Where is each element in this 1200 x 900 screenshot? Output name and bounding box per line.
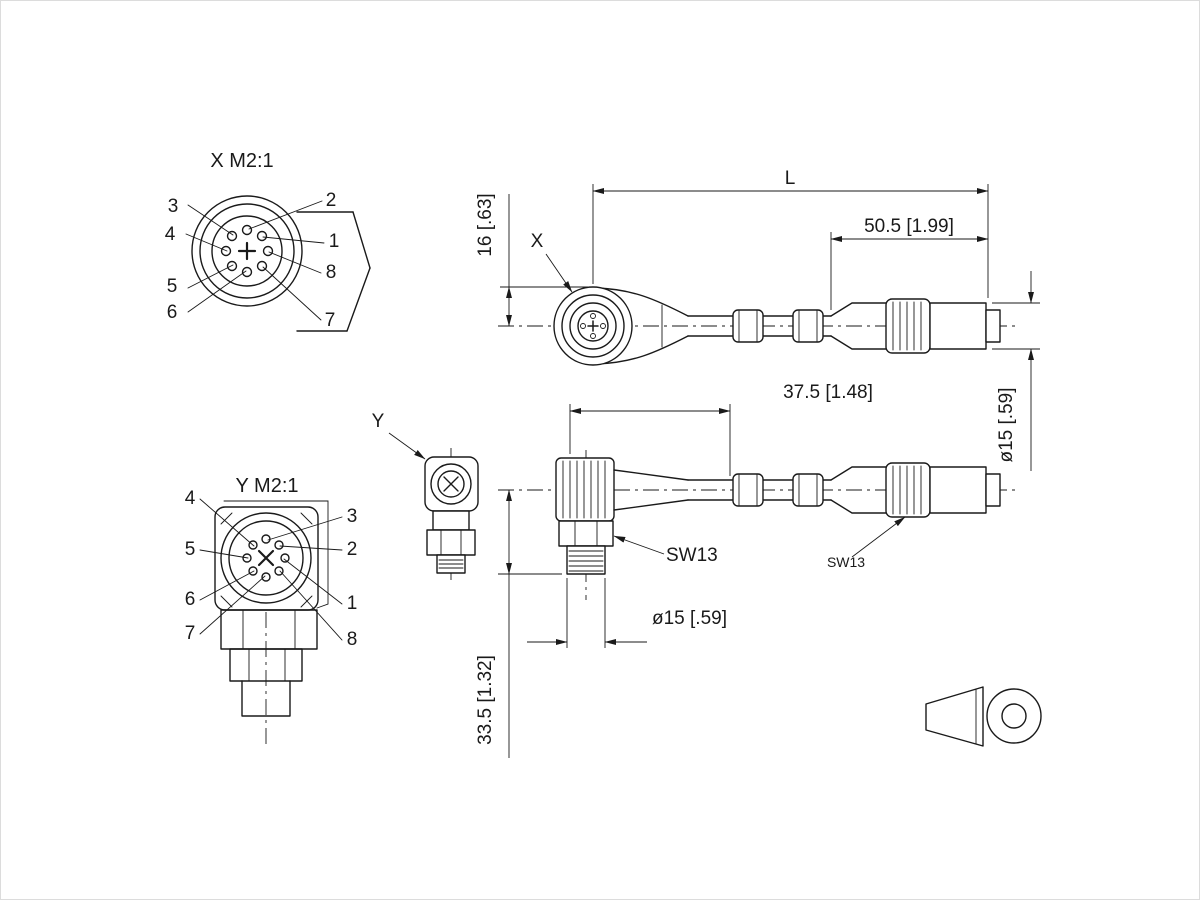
- sw13-left-text: SW13: [666, 545, 718, 566]
- pin-number: 2: [347, 539, 358, 560]
- x-face-pins: [220, 224, 274, 278]
- cap-front-view: [986, 688, 1042, 744]
- x-face-keyway-cross: [237, 241, 257, 261]
- y-face-insert: [228, 520, 304, 596]
- pin-number: 4: [165, 224, 176, 245]
- dim-diameter-bottom-text: ø15 [.59]: [652, 608, 727, 629]
- pin-number: 5: [167, 276, 178, 297]
- pin-number: 8: [326, 262, 337, 283]
- pin-number: 1: [329, 231, 340, 252]
- connector-y-face-view: Y M2:1: [185, 475, 358, 748]
- pin-number: 7: [185, 623, 196, 644]
- y-face-back-edge: [223, 500, 329, 609]
- panel-break-lines: [296, 211, 371, 332]
- pin-number: 8: [347, 629, 358, 650]
- connector-x-face-view: X M2:1: [165, 150, 371, 332]
- dimension-33-5: 33.5 [1.32]: [475, 489, 562, 758]
- y-face-outer-ring: [220, 512, 312, 604]
- side-cable-splices: [732, 473, 824, 507]
- cap-front-hole: [1001, 703, 1027, 729]
- pin-number: 4: [185, 488, 196, 509]
- dimension-dia15-bottom: ø15 [.59]: [527, 578, 727, 648]
- x-face-leader-lines: [185, 200, 325, 321]
- pin-number: 6: [185, 589, 196, 610]
- label-y: Y: [372, 411, 426, 460]
- pin-number: 1: [347, 593, 358, 614]
- connector-x-label: X: [531, 231, 544, 252]
- dim-vertical-text: 16 [.63]: [475, 193, 496, 256]
- pin-number: 7: [325, 310, 336, 331]
- connector-y-label: Y: [372, 411, 385, 432]
- protection-cap-views: [925, 686, 1042, 747]
- assembly-side-view: Y: [372, 382, 1016, 758]
- pin-number: 6: [167, 302, 178, 323]
- cap-side-view: [925, 686, 984, 747]
- y-face-corner-chamfers: [220, 512, 313, 608]
- dim-connector-text: 50.5 [1.99]: [864, 216, 954, 237]
- dimension-dia15-right: ø15 [.59]: [992, 271, 1040, 471]
- side-elbow-connector: [555, 450, 689, 600]
- sw13-right-text: SW13: [827, 554, 865, 570]
- y-face-body-below: [220, 609, 318, 717]
- wrench-label-right: SW13: [827, 516, 906, 570]
- x-face-coupling-ring: [199, 203, 295, 299]
- dim-diameter-right-text: ø15 [.59]: [996, 388, 1017, 463]
- dimension-16: 16 [.63]: [475, 193, 588, 327]
- top-elbow-connector: [553, 286, 689, 366]
- y-elbow-back-view: [424, 448, 479, 585]
- label-x: X: [531, 231, 573, 293]
- x-face-insert: [211, 215, 283, 287]
- dim-length-text: L: [785, 168, 796, 189]
- x-face-title: X M2:1: [210, 150, 273, 172]
- pin-number: 5: [185, 539, 196, 560]
- wrench-label-left: SW13: [613, 535, 718, 566]
- top-cable-splices: [732, 309, 824, 343]
- dimension-50-5: 50.5 [1.99]: [830, 216, 989, 310]
- pin-number: 3: [347, 506, 358, 527]
- y-face-leader-lines: [199, 498, 343, 641]
- y-face-pins: [242, 534, 290, 582]
- top-elbow-pins: [580, 313, 606, 339]
- dim-height-text: 33.5 [1.32]: [475, 655, 496, 745]
- dim-horizontal-text: 37.5 [1.48]: [783, 382, 873, 403]
- pin-number: 2: [326, 190, 337, 211]
- y-face-keyway-cross: [257, 549, 275, 567]
- dimension-37-5: 37.5 [1.48]: [569, 382, 873, 476]
- y-face-title: Y M2:1: [236, 475, 299, 497]
- top-straight-connector: [830, 298, 1001, 354]
- side-straight-connector: [830, 462, 1001, 518]
- pin-number: 3: [168, 196, 179, 217]
- assembly-top-view: L 50.5 [1.99] 16 [.63] X ø15 [.59]: [475, 168, 1040, 471]
